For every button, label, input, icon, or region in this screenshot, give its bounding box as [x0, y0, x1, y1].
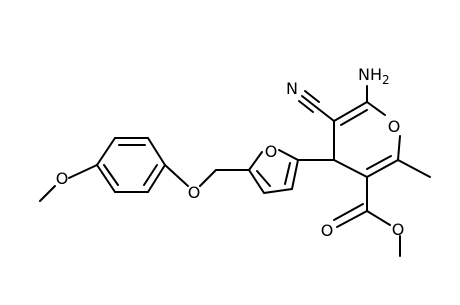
bond-cn-triple	[304, 90, 320, 103]
amine-label: NH2	[358, 65, 390, 87]
bond-ring	[96, 164, 116, 193]
bond-furan	[278, 149, 299, 161]
bond-ring	[147, 137, 166, 166]
bond-carbonyl-double	[336, 210, 368, 228]
bond-furan	[248, 169, 265, 194]
bond-pyran	[333, 159, 368, 178]
bond-ring-ether-o	[164, 164, 189, 187]
bond-pyran	[366, 159, 399, 178]
bond-ester-o	[366, 210, 391, 226]
bond-furan-inner	[284, 162, 291, 185]
bond-cn-triple	[301, 95, 317, 108]
bond-cn-triple	[298, 100, 314, 113]
bond-pyran	[333, 101, 368, 122]
carbonyl-o-label: O	[321, 221, 334, 240]
bond-carbonyl-double	[333, 203, 364, 221]
label-layer: NH2 N O O O O O O	[56, 65, 405, 240]
furan-o-label: O	[265, 142, 278, 161]
bond-ring	[147, 164, 166, 193]
methoxy-o-label: O	[56, 169, 69, 188]
furan-ring	[248, 149, 299, 194]
nitrile-group	[298, 90, 335, 122]
bond-methoxy-o-ring	[68, 164, 98, 179]
bond-furan-inner	[256, 170, 271, 187]
bond-pyran-inner	[366, 155, 392, 170]
bond-ring-inner	[143, 164, 158, 186]
pyran-o-label: O	[388, 117, 401, 136]
ester-o-label: O	[392, 220, 405, 239]
bond-pyran-inner	[340, 109, 368, 126]
bond-c6-methyl	[397, 159, 431, 178]
bond-furan	[291, 159, 299, 190]
ether-o-label: O	[188, 183, 201, 202]
bond-layer	[39, 85, 431, 257]
bond-furan	[248, 151, 263, 171]
bond-furan	[263, 188, 293, 194]
benzene-ring	[96, 137, 166, 193]
bond-ring	[96, 137, 116, 166]
bond-c3-cn	[315, 106, 335, 122]
bond-ring-inner	[103, 164, 119, 186]
nitrile-n-label: N	[286, 79, 298, 98]
ester-group	[333, 176, 401, 257]
bond-pyran	[397, 135, 401, 161]
bond-methoxy-ch3	[39, 185, 56, 202]
pyran-ring	[333, 101, 401, 178]
bond-ether-o-ch2	[199, 169, 217, 187]
bond-pyran	[366, 101, 386, 116]
